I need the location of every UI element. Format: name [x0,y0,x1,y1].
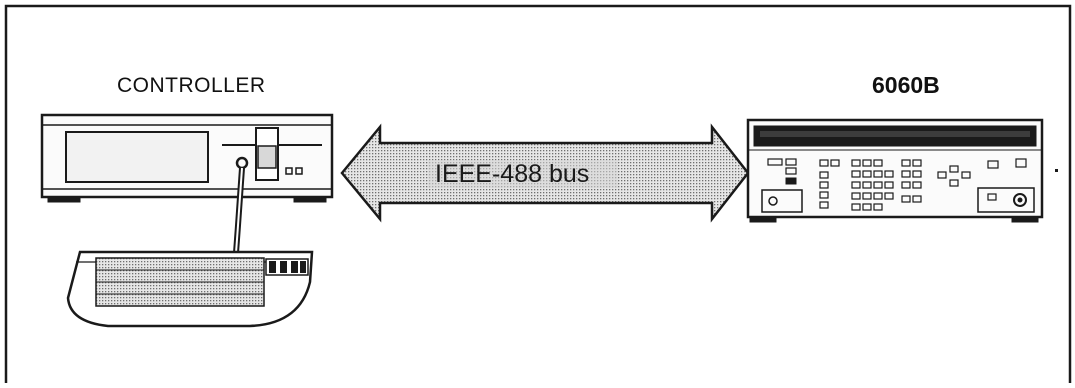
instrument-knob-panel [761,189,803,213]
stray-mark [1055,169,1058,172]
instrument-knob-icon [768,196,778,206]
instrument-6060b [746,118,1044,223]
keyboard [66,250,314,328]
controller-computer [40,113,334,203]
controller-screen [65,131,209,183]
controller-button [295,167,303,175]
device-label: 6060B [872,72,940,98]
instrument-output-panel [977,187,1035,213]
controller-label: CONTROLLER [117,74,266,97]
bus-label: IEEE-488 bus [435,160,590,188]
output-connector-icon [1013,193,1027,207]
controller-button [285,167,293,175]
